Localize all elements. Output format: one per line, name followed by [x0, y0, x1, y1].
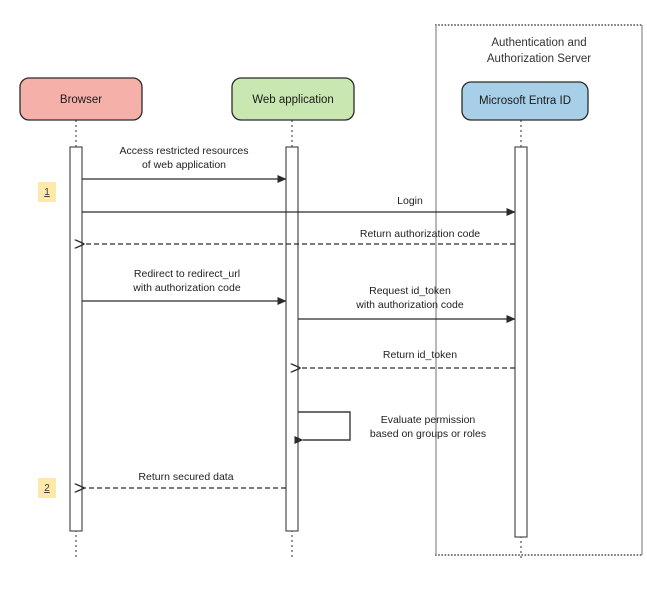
- step-badge-1[interactable]: 1: [38, 182, 56, 202]
- message-label-line1: Return authorization code: [360, 228, 480, 240]
- step-badge-2[interactable]: 2: [38, 478, 56, 498]
- activation-bars: [69, 146, 528, 538]
- group-auth-server: Authentication and Authorization Server: [435, 24, 643, 556]
- group-label-line2: Authorization Server: [487, 53, 591, 65]
- message-redirect-to-redirect-url: Redirect to redirect_url with authorizat…: [82, 268, 287, 305]
- participant-browser[interactable]: Browser: [19, 77, 143, 121]
- participant-browser-box[interactable]: [19, 77, 143, 121]
- message-request-id-token: Request id_token with authorization code: [298, 285, 516, 323]
- self-call-arrow: [294, 411, 351, 444]
- self-call-label-line2: based on groups or roles: [370, 428, 486, 440]
- activation-bar-browser: [69, 146, 83, 532]
- participant-webapp-label: Web application: [252, 94, 334, 106]
- activation-bar-webapp: [285, 146, 299, 532]
- activation-bar-entra: [514, 146, 528, 538]
- message-label-line1: Access restricted resources: [120, 145, 249, 157]
- message-label-line1: Return id_token: [383, 349, 457, 361]
- participant-webapp[interactable]: Web application: [231, 77, 355, 121]
- message-label-line1: Return secured data: [138, 471, 233, 483]
- participant-webapp-box[interactable]: [231, 77, 355, 121]
- self-call-evaluate-permission: Evaluate permission based on groups or r…: [294, 411, 486, 444]
- message-label-line2: of web application: [142, 159, 226, 171]
- message-label-line1: Login: [397, 195, 423, 207]
- message-login: Login: [82, 195, 516, 216]
- participant-entra-box[interactable]: [461, 81, 589, 121]
- group-label-line1: Authentication and: [491, 37, 586, 49]
- self-call-label-line1: Evaluate permission: [381, 414, 476, 426]
- message-return-secured-data: Return secured data: [84, 471, 286, 488]
- message-return-id-token: Return id_token: [300, 349, 515, 368]
- participant-browser-label: Browser: [60, 94, 102, 106]
- step-badge-1-background[interactable]: [38, 182, 56, 202]
- lifelines: [75, 120, 522, 560]
- message-return-authorization-code: Return authorization code: [84, 228, 515, 244]
- message-label-line1: Request id_token: [369, 285, 451, 297]
- step-badge-1-number: 1: [44, 187, 50, 198]
- participant-entra[interactable]: Microsoft Entra ID: [461, 81, 589, 121]
- message-label-line2: with authorization code: [355, 299, 464, 311]
- step-badge-2-background[interactable]: [38, 478, 56, 498]
- message-access-restricted-resources: Access restricted resources of web appli…: [82, 145, 287, 183]
- step-badge-2-number: 2: [44, 483, 50, 494]
- message-label-line2: with authorization code: [132, 282, 241, 294]
- participant-entra-label: Microsoft Entra ID: [479, 95, 571, 107]
- message-label-line1: Redirect to redirect_url: [134, 268, 240, 280]
